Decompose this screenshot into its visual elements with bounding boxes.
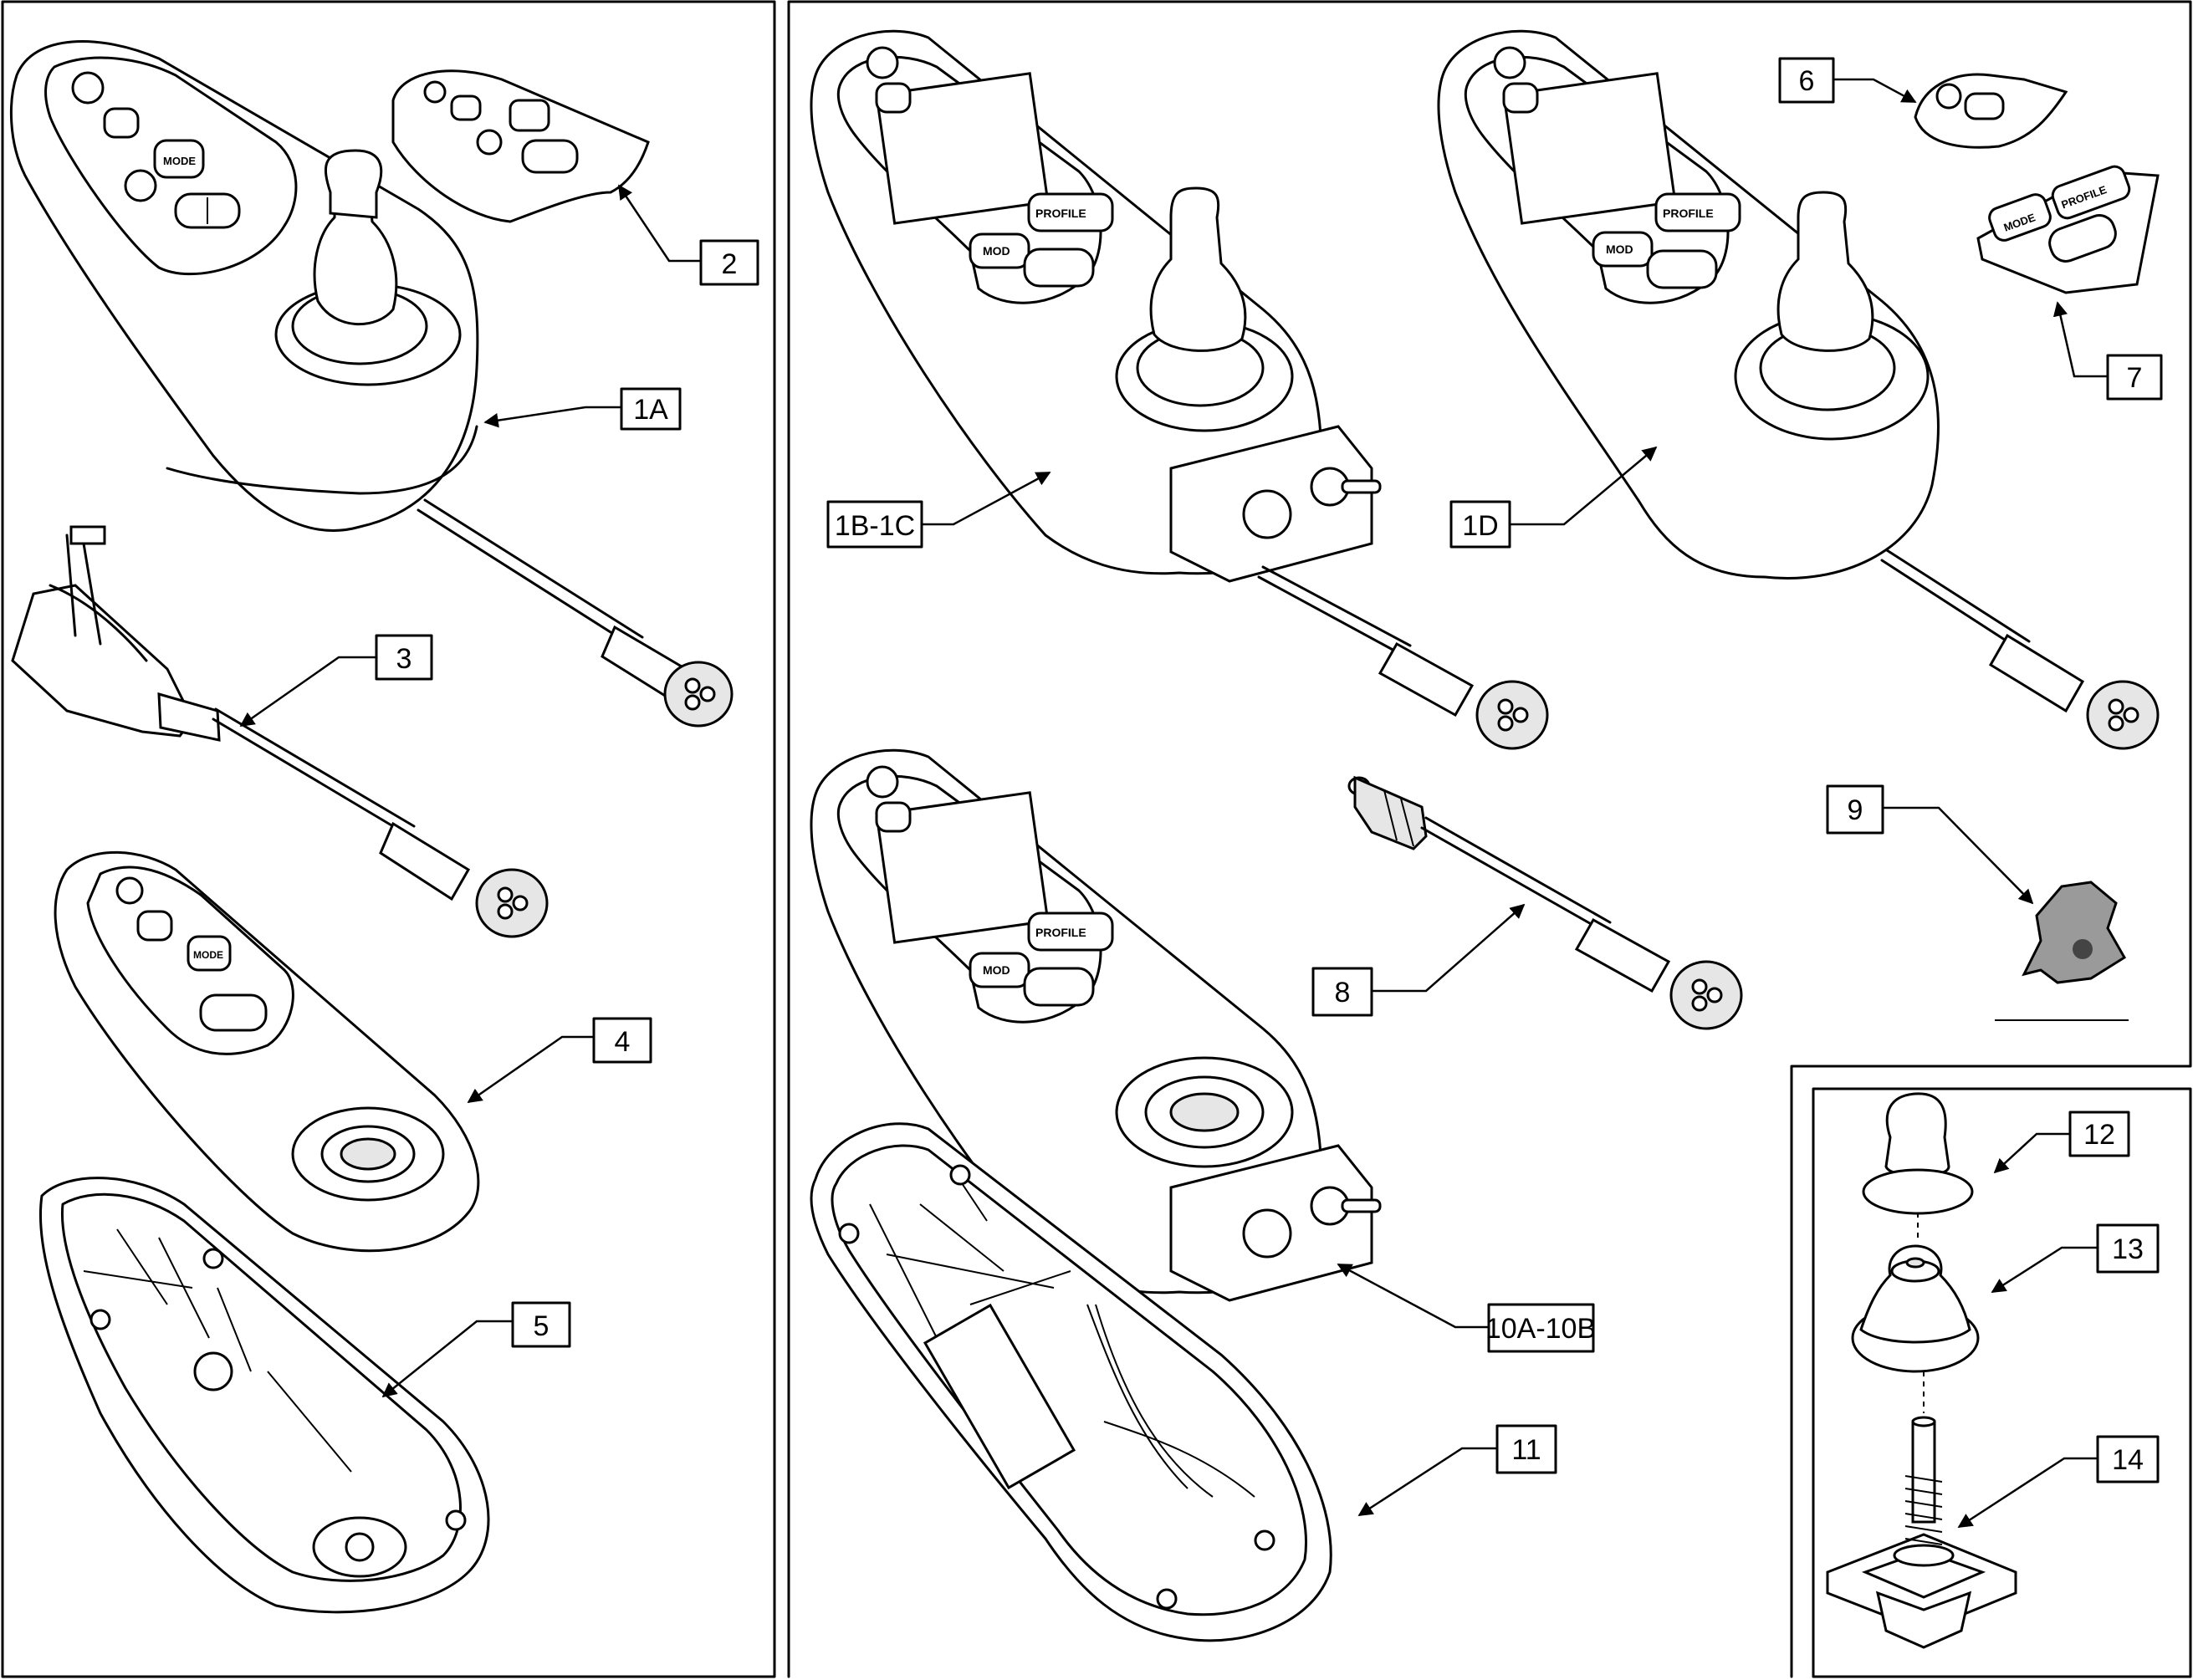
callout-1d-label: 1D [1462, 510, 1498, 542]
callout-14: 14 [1957, 1435, 2160, 1529]
keypad-piece-6 [1914, 73, 2068, 149]
profile-button-label-1b: PROFILE [1035, 207, 1086, 220]
profile-button-label-10: PROFILE [1035, 926, 1086, 939]
keypad-piece-7: MODE PROFILE [1976, 165, 2160, 294]
keypad-overlay-2 [391, 69, 650, 223]
controller-10a-10b: MOD PROFILE [810, 748, 1382, 1302]
callout-11: 11 [1357, 1424, 1557, 1517]
bottom-housing-5 [38, 1177, 490, 1614]
callout-6: 6 [1778, 57, 1917, 104]
callout-1a: 1A [483, 387, 682, 431]
mod-button-label-1b: MOD [983, 244, 1010, 258]
callout-8: 8 [1311, 903, 1526, 1017]
callout-7-label: 7 [2127, 362, 2143, 394]
callout-12-label: 12 [2083, 1119, 2115, 1151]
callout-13: 13 [1991, 1223, 2160, 1294]
controller-1a: MODE [9, 40, 734, 728]
callout-7: 7 [2052, 301, 2163, 401]
mod-button-label-1d: MOD [1606, 243, 1633, 256]
callout-1b-1c: 1B-1C [826, 471, 1051, 549]
callout-8-label: 8 [1335, 977, 1351, 1009]
callout-6-label: 6 [1799, 65, 1815, 97]
left-panel-frame [1, 0, 776, 1678]
callout-4: 4 [467, 1017, 652, 1104]
joystick-gaiter-13 [1851, 1244, 1980, 1373]
callout-9: 9 [1826, 784, 2034, 905]
callout-3-label: 3 [396, 643, 412, 675]
mode-button-label-4: MODE [193, 949, 223, 961]
callout-11-label: 11 [1511, 1434, 1541, 1466]
joystick-gimbal-14 [1826, 1416, 2017, 1649]
callout-3: 3 [239, 634, 433, 728]
mode-button-label-1a: MODE [163, 155, 196, 167]
callout-10a-10b: 10A-10B [1337, 1263, 1596, 1353]
callout-14-label: 14 [2112, 1444, 2144, 1476]
callout-5: 5 [381, 1301, 571, 1398]
callout-5-label: 5 [534, 1310, 550, 1342]
callout-2: 2 [617, 184, 759, 286]
clip-9 [1995, 881, 2129, 1021]
joystick-knob-12 [1862, 1092, 1974, 1215]
adapter-cable-8 [1347, 775, 1743, 1030]
callout-13-label: 13 [2112, 1233, 2144, 1265]
callout-10a-10b-label: 10A-10B [1485, 1313, 1596, 1345]
right-panel-frame [787, 0, 2192, 1678]
controller-1b-1c: MOD PROFILE [810, 29, 1549, 750]
callout-4-label: 4 [615, 1026, 631, 1058]
callout-1b-1c-label: 1B-1C [835, 510, 915, 542]
cable-harness-3 [11, 525, 549, 938]
callout-2-label: 2 [722, 248, 738, 280]
inset-panel-frame [1812, 1087, 2192, 1678]
controller-1d: MOD PROFILE [1437, 29, 2160, 750]
callout-12: 12 [1993, 1111, 2130, 1174]
mod-button-label-10: MOD [983, 963, 1010, 977]
top-housing-4: MODE [54, 850, 480, 1253]
profile-button-label-1d: PROFILE [1663, 207, 1714, 220]
callout-1a-label: 1A [633, 394, 668, 426]
callout-1d: 1D [1449, 446, 1658, 549]
bottom-housing-11 [810, 1122, 1332, 1642]
callout-9-label: 9 [1848, 794, 1863, 826]
